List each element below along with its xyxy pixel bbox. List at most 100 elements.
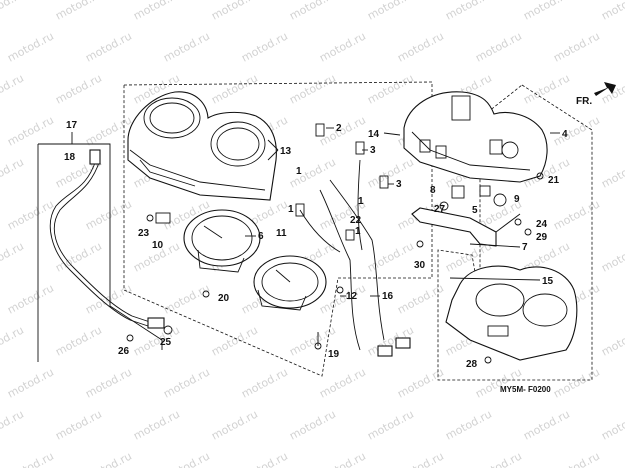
forward-label: FR. xyxy=(576,96,592,107)
callout-3-lower: 3 xyxy=(396,179,402,190)
callout-8: 8 xyxy=(430,185,436,196)
watermark-text: motod.ru xyxy=(317,449,368,468)
watermark-text: motod.ru xyxy=(551,113,602,148)
watermark-text: motod.ru xyxy=(53,0,104,23)
watermark-text: motod.ru xyxy=(0,155,26,190)
watermark-text: motod.ru xyxy=(317,365,368,400)
watermark-text: motod.ru xyxy=(0,407,26,442)
meter-rear-case xyxy=(403,91,548,183)
watermark-text: motod.ru xyxy=(365,407,416,442)
watermark-text: motod.ru xyxy=(209,323,260,358)
watermark-text: motod.ru xyxy=(131,407,182,442)
watermark-text: motod.ru xyxy=(599,407,625,442)
watermark-text: motod.ru xyxy=(473,29,524,64)
watermark-text: motod.ru xyxy=(365,155,416,190)
watermark-text: motod.ru xyxy=(395,449,446,468)
watermark-text: motod.ru xyxy=(443,407,494,442)
callout-12: 12 xyxy=(346,291,358,302)
watermark-text: motod.ru xyxy=(0,323,26,358)
watermark-text: motod.ru xyxy=(599,0,625,23)
callout-19: 19 xyxy=(328,349,340,360)
watermark-text: motod.ru xyxy=(521,71,572,106)
speedo-cable-boundary xyxy=(38,143,163,350)
watermark-text: motod.ru xyxy=(239,365,290,400)
callout-13: 13 xyxy=(280,146,292,157)
watermark-text: motod.ru xyxy=(599,239,625,274)
callout-1-b: 1 xyxy=(288,204,294,215)
watermark-text: motod.ru xyxy=(551,197,602,232)
watermark-text: motod.ru xyxy=(161,281,212,316)
watermark-text: motod.ru xyxy=(131,323,182,358)
callout-11: 11 xyxy=(276,228,287,239)
speedometer-unit xyxy=(183,209,261,273)
callout-30: 30 xyxy=(414,260,426,271)
callout-21: 21 xyxy=(548,175,560,186)
watermark-text: motod.ru xyxy=(5,29,56,64)
callout-1-c: 1 xyxy=(358,196,364,207)
small-fasteners xyxy=(126,172,544,364)
watermark-text: motod.ru xyxy=(395,29,446,64)
leader-lines xyxy=(71,127,560,297)
watermark-text: motod.ru xyxy=(551,29,602,64)
callout-28: 28 xyxy=(466,359,478,370)
watermark-text: motod.ru xyxy=(83,113,134,148)
watermark-text: motod.ru xyxy=(551,449,602,468)
callout-1-a: 1 xyxy=(296,166,302,177)
watermark-text: motod.ru xyxy=(131,0,182,23)
callout-5: 5 xyxy=(472,205,478,216)
watermark-text: motod.ru xyxy=(239,449,290,468)
callout-14: 14 xyxy=(368,129,380,140)
callout-23: 23 xyxy=(138,228,150,239)
callout-25: 25 xyxy=(160,337,172,348)
watermark-text: motod.ru xyxy=(53,407,104,442)
watermark-text: motod.ru xyxy=(209,0,260,23)
callout-labels: 2 3 3 1 1 1 1 4 6 7 8 9 5 10 11 12 13 14… xyxy=(64,120,568,370)
watermark-text: motod.ru xyxy=(0,0,26,23)
watermark-text: motod.ru xyxy=(599,155,625,190)
callout-24: 24 xyxy=(536,219,548,230)
forward-arrow xyxy=(594,82,616,96)
callout-26: 26 xyxy=(118,346,130,357)
watermark-text: motod.ru xyxy=(365,71,416,106)
watermark-text: motod.ru xyxy=(5,281,56,316)
watermark-text: motod.ru xyxy=(551,365,602,400)
watermark-text: motod.ru xyxy=(53,323,104,358)
watermark-text: motod.ru xyxy=(161,365,212,400)
watermark-text: motod.ru xyxy=(239,29,290,64)
watermark-text: motod.ru xyxy=(521,407,572,442)
watermark-text: motod.ru xyxy=(209,71,260,106)
watermark-text: motod.ru xyxy=(443,0,494,23)
watermark-text: motod.ru xyxy=(83,29,134,64)
watermark-text: motod.ru xyxy=(161,29,212,64)
watermark-text: motod.ru xyxy=(0,239,26,274)
callout-7: 7 xyxy=(522,242,528,253)
watermark-text: motod.ru xyxy=(317,29,368,64)
watermark-text: motod.ru xyxy=(365,0,416,23)
watermark-text: motod.ru xyxy=(287,407,338,442)
watermark-text: motod.ru xyxy=(53,239,104,274)
watermark-text: motod.ru xyxy=(287,71,338,106)
callout-17: 17 xyxy=(66,120,78,131)
meter-wire-harness xyxy=(295,123,411,357)
watermark-text: motod.ru xyxy=(287,0,338,23)
watermark-text: motod.ru xyxy=(473,449,524,468)
callout-1-d: 1 xyxy=(355,226,361,237)
watermark-text: motod.ru xyxy=(0,71,26,106)
callout-27: 27 xyxy=(434,204,446,215)
callout-20: 20 xyxy=(218,293,230,304)
callout-18: 18 xyxy=(64,152,76,163)
meter-lens-case xyxy=(127,91,277,201)
callout-16: 16 xyxy=(382,291,394,302)
watermark-text: motod.ru xyxy=(473,365,524,400)
watermark-text: motod.ru xyxy=(83,197,134,232)
callout-29: 29 xyxy=(536,232,548,243)
watermark-text: motod.ru xyxy=(287,155,338,190)
watermark-text: motod.ru xyxy=(5,449,56,468)
right-assembly-boundary xyxy=(437,84,593,381)
watermark-text: motod.ru xyxy=(83,449,134,468)
tachometer-unit xyxy=(253,255,327,311)
callout-9: 9 xyxy=(514,194,520,205)
callout-2: 2 xyxy=(336,123,342,134)
